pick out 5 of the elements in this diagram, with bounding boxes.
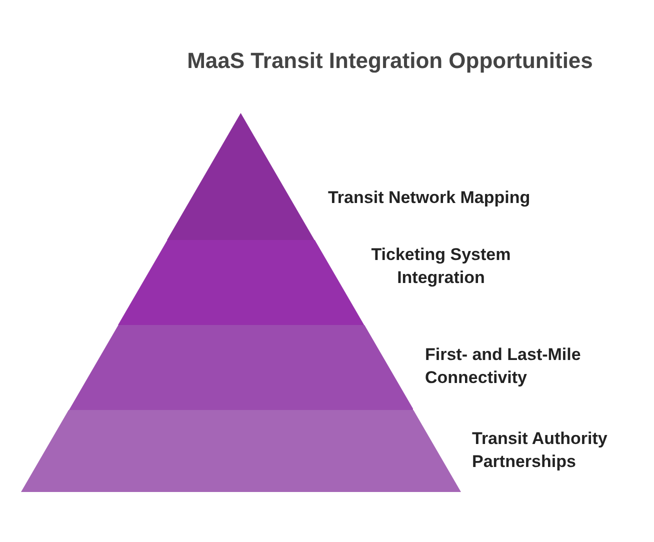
band-label: Ticketing System Integration — [370, 244, 512, 289]
band-label: Transit Network Mapping — [328, 187, 532, 209]
band-label: First- and Last-Mile Connectivity — [424, 344, 582, 389]
title: MaaS Transit Integration Opportunities — [186, 48, 594, 74]
band-label: Transit Authority Partnerships — [472, 428, 608, 473]
